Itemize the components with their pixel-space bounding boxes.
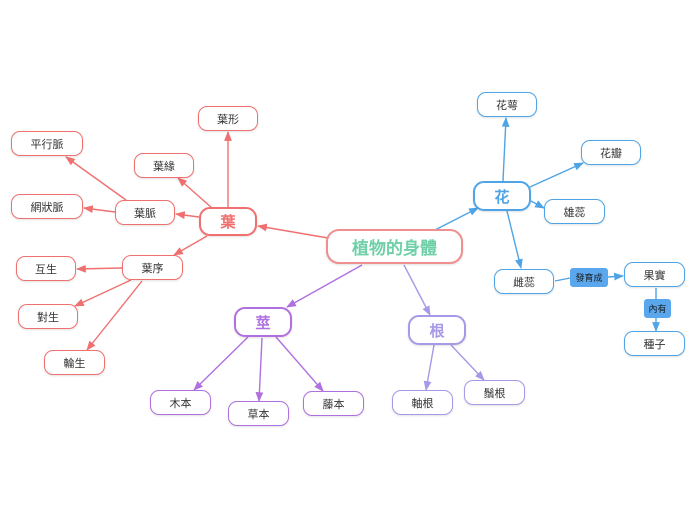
edge-arrangement-alternate [76, 264, 123, 273]
edge-flower-petal [529, 162, 584, 188]
fibrous-root-node[interactable]: 鬚根 [464, 380, 525, 405]
edge-pistil-tag [554, 277, 571, 282]
edge-vein-net [83, 205, 116, 214]
edge-center-flower [432, 207, 479, 232]
vine-node[interactable]: 藤本 [303, 391, 364, 416]
leaf-node[interactable]: 葉 [199, 207, 257, 236]
edge-vein-parallel [65, 156, 127, 201]
edge-stem-woody [193, 336, 249, 391]
parallel-vein-node[interactable]: 平行脈 [11, 131, 83, 156]
seed-node[interactable]: 種子 [624, 331, 685, 356]
alternate-node[interactable]: 互生 [16, 256, 76, 281]
edge-flower-stamen [530, 200, 545, 209]
edge-center-leaf [257, 223, 329, 239]
herbaceous-node[interactable]: 草本 [228, 401, 289, 426]
edge-root-fibrous [450, 344, 485, 381]
taproot-node[interactable]: 軸根 [392, 390, 453, 415]
edge-root-taproot [423, 344, 435, 391]
center-node[interactable]: 植物的身體 [326, 229, 463, 264]
edge-flower-pistil [506, 210, 523, 269]
root-node[interactable]: 根 [408, 315, 466, 345]
whorled-node[interactable]: 輪生 [44, 350, 105, 375]
net-vein-node[interactable]: 網狀脈 [11, 194, 83, 219]
edge-stem-vine [275, 336, 324, 392]
sepal-node[interactable]: 花萼 [477, 92, 537, 117]
edge-leaf-edge [177, 177, 213, 209]
pistil-node[interactable]: 雌蕊 [494, 269, 554, 294]
leaf-shape-node[interactable]: 葉形 [198, 106, 258, 131]
edge-center-root [403, 264, 431, 316]
leaf-vein-node[interactable]: 葉脈 [115, 200, 175, 225]
woody-node[interactable]: 木本 [150, 390, 211, 415]
edge-center-stem [286, 264, 363, 308]
edge-leaf-vein [175, 211, 200, 220]
contains-label: 內有 [644, 299, 671, 318]
fruit-node[interactable]: 果實 [624, 262, 685, 287]
edge-stem-herb [255, 337, 264, 402]
stamen-node[interactable]: 雄蕊 [544, 199, 605, 224]
edge-arrangement-opposite [74, 279, 132, 307]
edge-flower-sepal [501, 117, 510, 182]
edge-arrangement-whorled [86, 280, 143, 351]
flower-node[interactable]: 花 [473, 181, 531, 211]
stem-node[interactable]: 莖 [234, 307, 292, 337]
develops-into-label: 發育成 [570, 268, 608, 287]
leaf-edge-node[interactable]: 葉緣 [134, 153, 194, 178]
petal-node[interactable]: 花瓣 [581, 140, 641, 165]
edge-tag-fruit [607, 272, 624, 281]
leaf-arrangement-node[interactable]: 葉序 [122, 255, 183, 280]
edge-leaf-arrangement [173, 235, 208, 256]
opposite-node[interactable]: 對生 [18, 304, 78, 329]
